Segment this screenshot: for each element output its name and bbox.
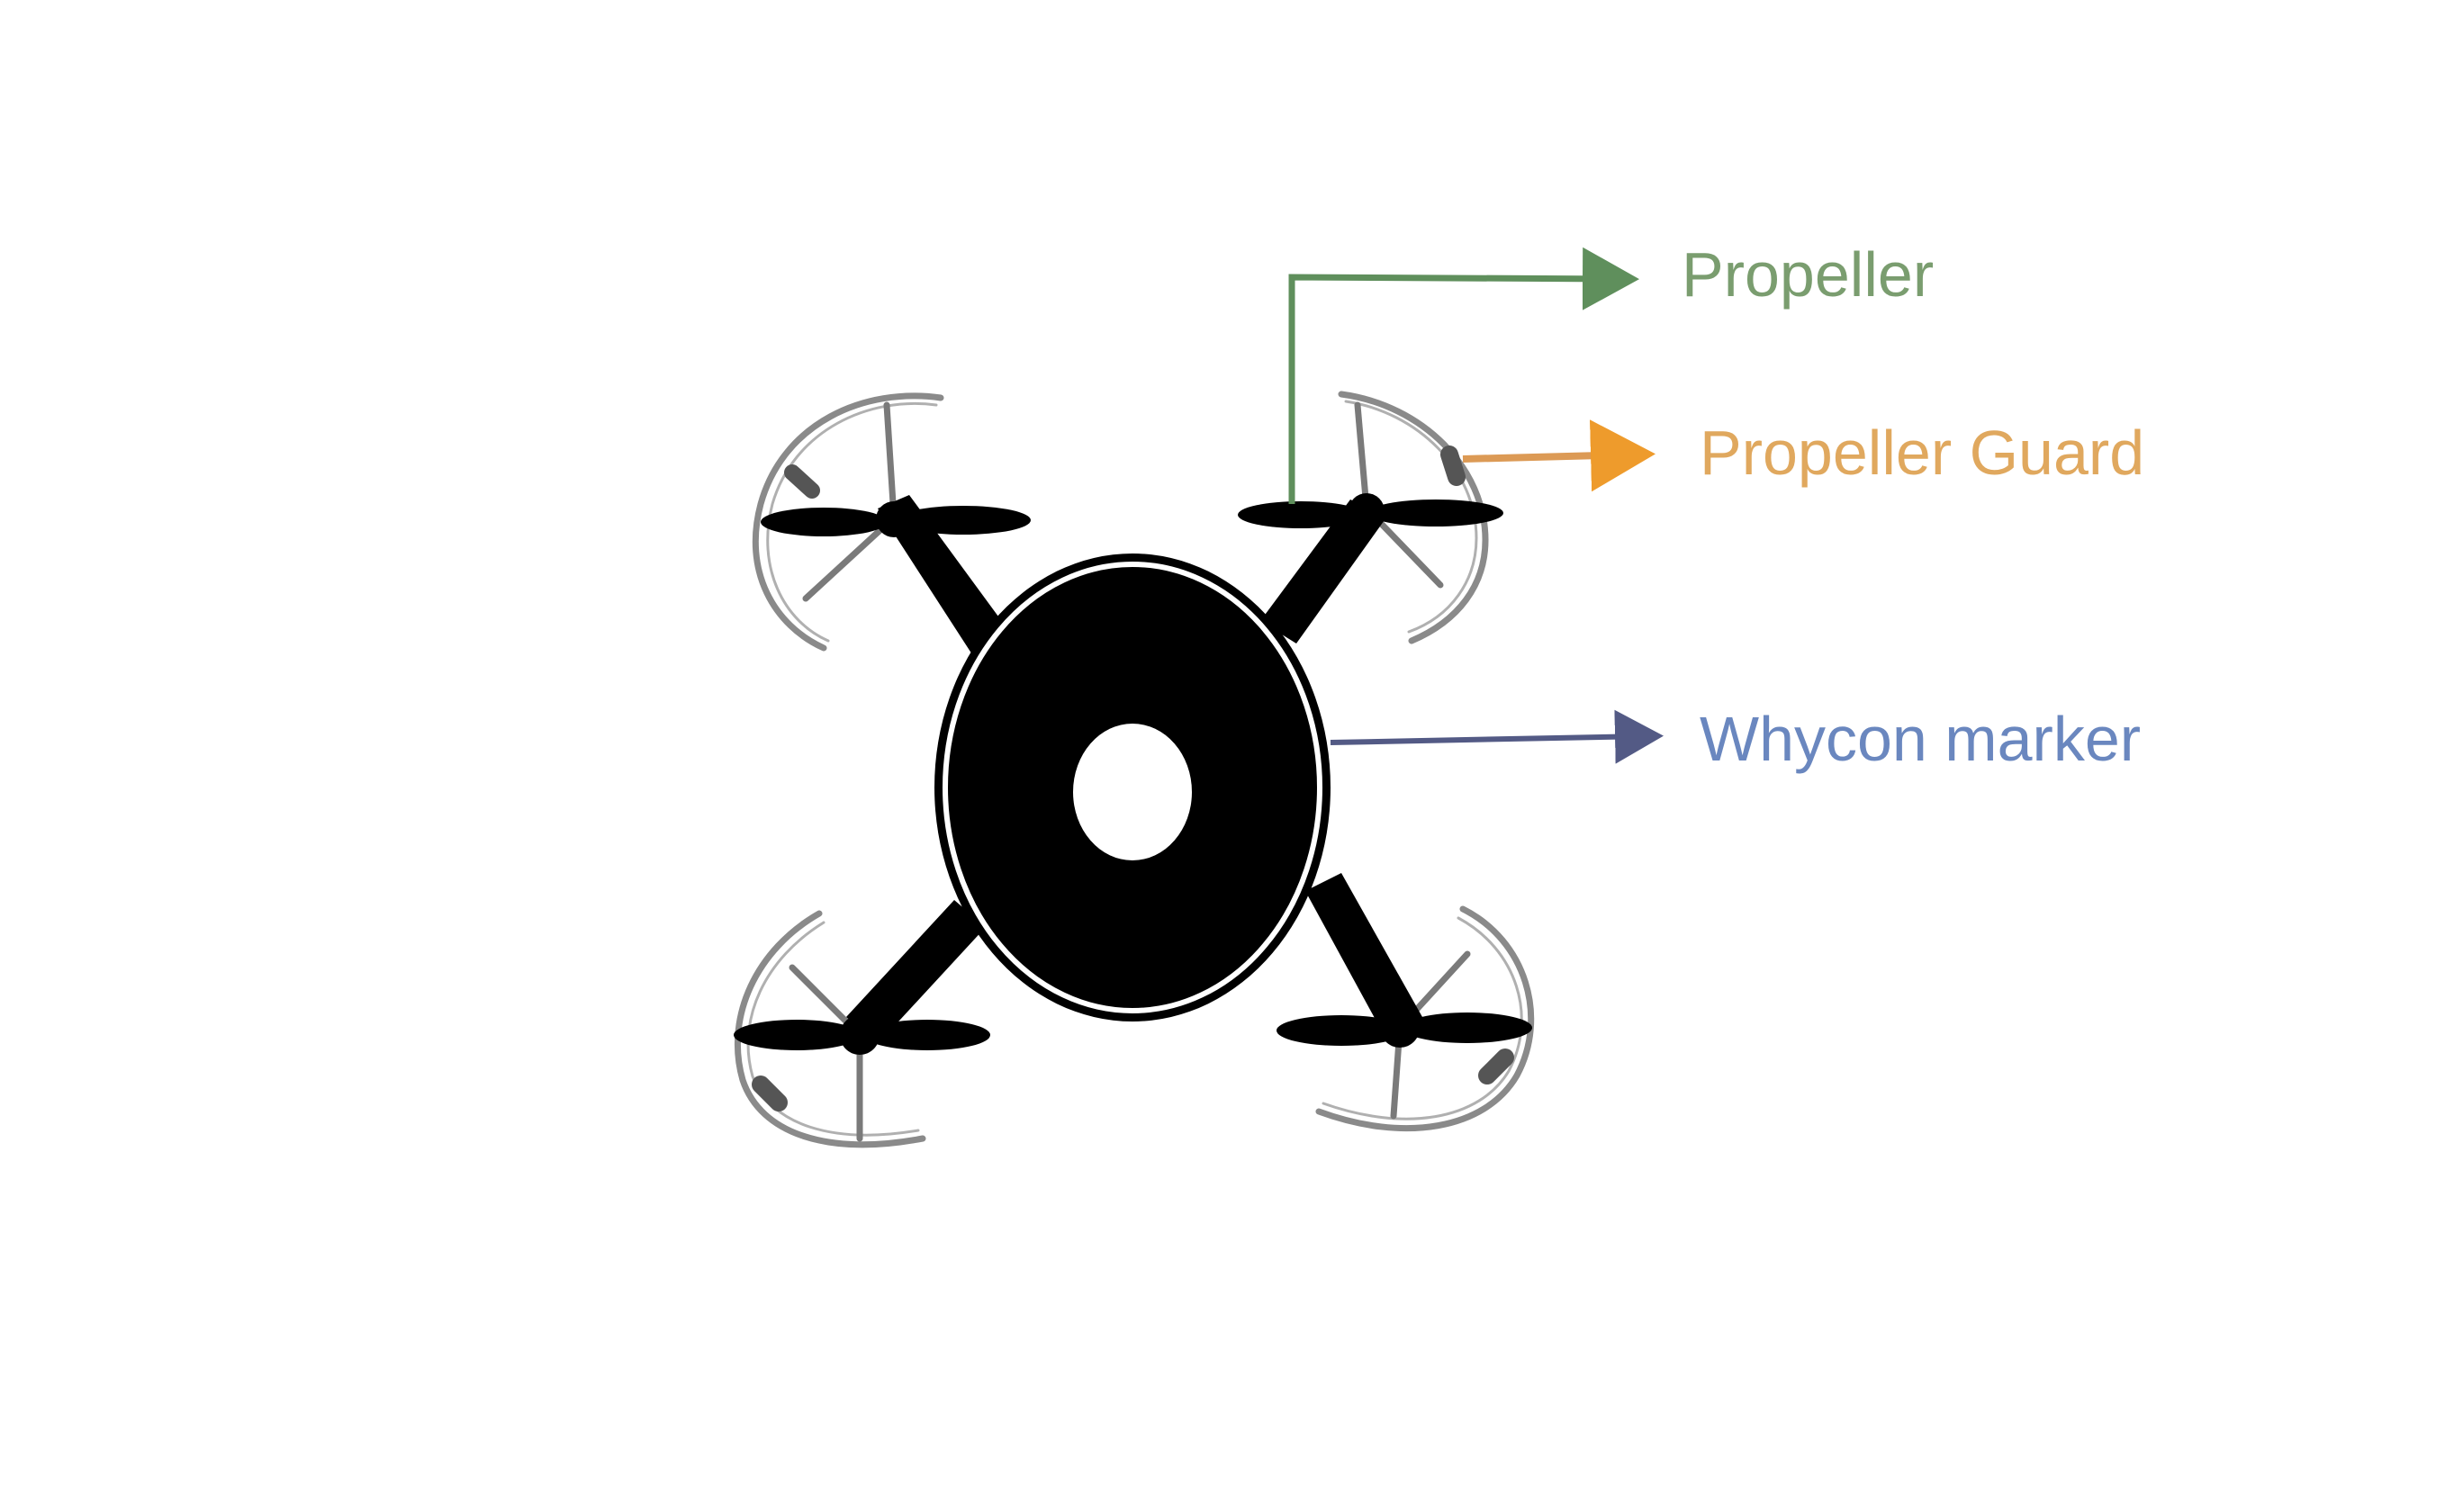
propeller-label: Propeller [1682,239,1935,310]
propeller-bottom-left [734,1015,990,1055]
propeller-guard-bottom-left [734,910,926,1148]
propeller-top-left [761,501,1031,537]
whycon-marker-label: Whycon marker [1700,704,2142,774]
propeller-guard-label: Propeller Guard [1700,418,2145,488]
drone-arms [846,495,1422,1044]
whycon-marker [934,554,1331,1022]
propeller-bottom-right [1277,1008,1532,1048]
propeller-top-right [1238,493,1503,529]
propeller-guard-top-right [1338,391,1489,644]
propeller-guard-top-left [752,392,944,652]
propeller-arrow [1288,247,1639,504]
whycon-marker-arrow [1330,709,1664,764]
propeller-guard-arrow [1462,419,1656,492]
